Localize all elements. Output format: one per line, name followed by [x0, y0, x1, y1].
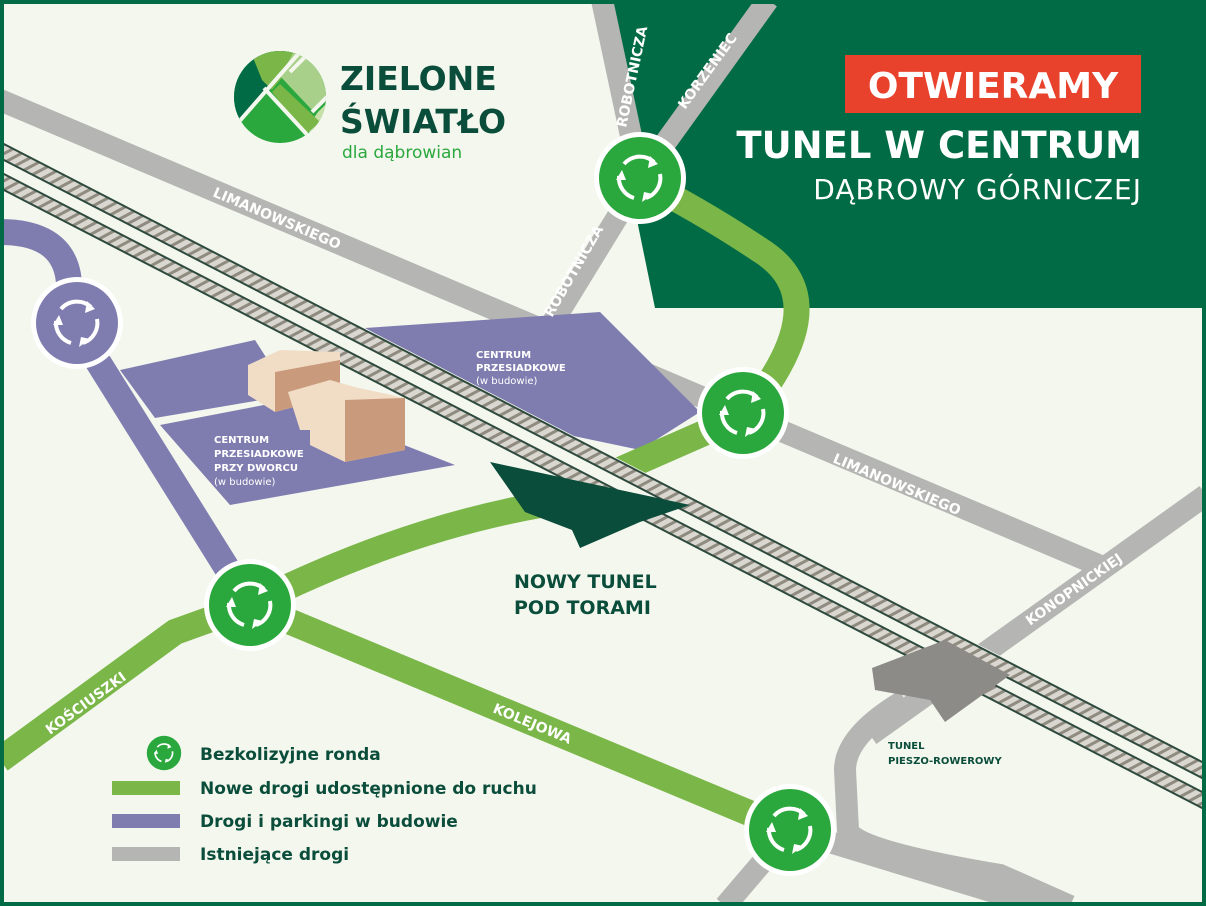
roundabout-robotnicza: [594, 132, 686, 224]
header-subtitle: DĄBROWY GÓRNICZEJ: [813, 172, 1142, 206]
roundabout-construction: [31, 277, 123, 369]
legend-label: Istniejące drogi: [200, 845, 349, 865]
roundabout-limanowskiego: [697, 367, 789, 459]
logo-line2: ŚWIATŁO: [340, 101, 506, 141]
label-line: (w budowie): [214, 477, 276, 488]
legend: Bezkolizyjne ronda Nowe drogi udostępnio…: [112, 735, 537, 865]
header-title: TUNEL W CENTRUM: [736, 124, 1142, 167]
label-line: CENTRUM: [476, 350, 531, 361]
road-kolejowa: [245, 593, 795, 842]
parking-centrum-dworzec: [160, 400, 455, 505]
label-line: TUNEL: [888, 741, 925, 752]
header-badge: OTWIERAMY: [868, 66, 1119, 107]
legend-label: Bezkolizyjne ronda: [200, 745, 381, 765]
construction-areas: [120, 312, 700, 505]
label-ped-tunnel: TUNEL PIESZO-ROWEROWY: [888, 741, 1002, 767]
logo-line1: ZIELONE: [340, 59, 497, 98]
ped-tunnel-shape: [872, 640, 1010, 722]
label-line: PRZY DWORCU: [214, 463, 298, 474]
station-buildings: [248, 350, 405, 462]
label-line: POD TORAMI: [514, 597, 651, 619]
label-line: CENTRUM: [214, 435, 269, 446]
label-new-tunnel: NOWY TUNEL POD TORAMI: [514, 571, 657, 619]
parking-west-1: [120, 340, 290, 418]
road-new-link: [634, 168, 810, 424]
label-line: PRZESIADKOWE: [214, 449, 304, 460]
road-ped-tunnel: [833, 690, 1075, 906]
legend-swatch-construction: [112, 814, 180, 828]
roundabout-kolejowa: [744, 784, 836, 876]
legend-roundabout-icon: [146, 735, 182, 771]
legend-label: Nowe drogi udostępnione do ruchu: [200, 779, 537, 799]
label-line: NOWY TUNEL: [514, 571, 657, 593]
badge-background: [845, 55, 1141, 113]
label-centrum-przesiadkowe: CENTRUM PRZESIADKOWE (w budowie): [476, 350, 566, 387]
roundabout-kosciuszki: [204, 559, 296, 651]
legend-label: Drogi i parkingi w budowie: [200, 812, 458, 832]
label-line: PIESZO-ROWEROWY: [888, 756, 1002, 767]
label-line: PRZESIADKOWE: [476, 363, 566, 374]
tunnel-arrow: [490, 462, 690, 548]
legend-swatch-new-roads: [112, 781, 180, 795]
legend-swatch-existing: [112, 847, 180, 861]
label-line: (w budowie): [476, 376, 538, 387]
logo-tagline: dla dąbrowian: [342, 143, 462, 163]
label-centrum-przy-dworcu: CENTRUM PRZESIADKOWE PRZY DWORCU (w budo…: [214, 435, 304, 488]
parking-centrum-przesiadkowe: [365, 312, 700, 450]
road-under-construction: [0, 219, 262, 612]
